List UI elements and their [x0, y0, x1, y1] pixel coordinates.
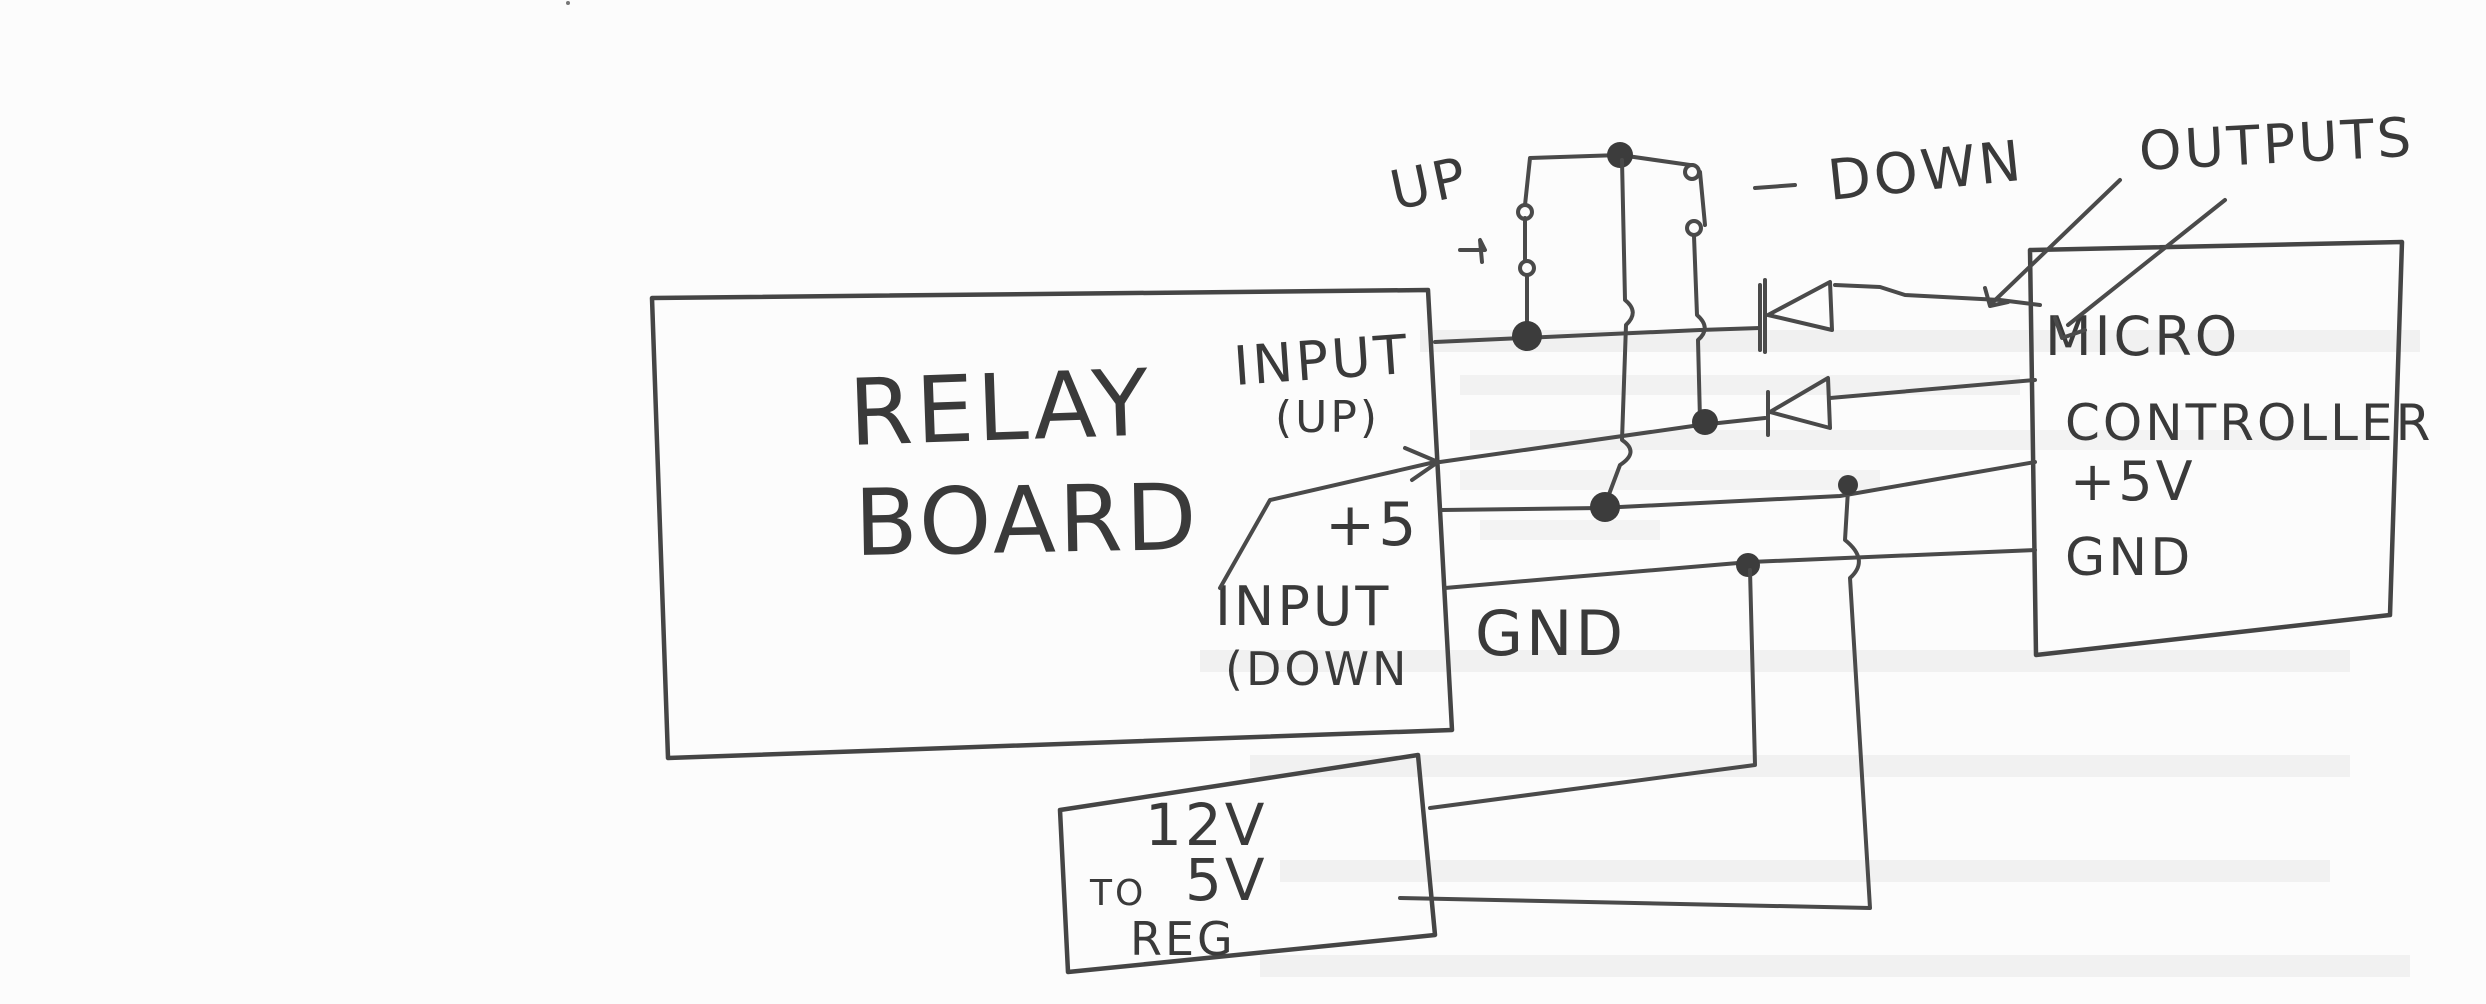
lower-diode [1766, 376, 1832, 437]
upper-output-wire [1833, 283, 2042, 307]
upper-diode [1758, 278, 1834, 354]
down-switch-label: DOWN [1825, 129, 2027, 214]
bleed-through-text [1200, 330, 2420, 977]
lower-output-wire [1828, 378, 2037, 400]
wiring [1398, 234, 2042, 910]
reg-reg-label: REG [1130, 912, 1236, 966]
relay-board-outline [649, 287, 1455, 761]
microcontroller: MICRO CONTROLLER +5V GND [2027, 239, 2433, 658]
outputs-label: OUTPUTS [2137, 106, 2415, 183]
plus5-wire [1440, 460, 2037, 512]
up-switch-contact-bottom [1518, 259, 1536, 277]
plus5-reg-junction [1838, 475, 1858, 495]
microcontroller-outline [2027, 239, 2405, 658]
reg-5v-label: 5V [1185, 846, 1268, 914]
switch-common-down-wire [1603, 158, 1635, 507]
regulator-outline [1057, 752, 1438, 975]
stray-mark [566, 1, 570, 5]
switch-common-junction [1607, 142, 1633, 168]
up-switch-body [1458, 216, 1527, 264]
down-label-dash [1753, 183, 1797, 190]
outputs-arrow-2 [2053, 198, 2227, 340]
micro-plus5v-label: +5V [2070, 450, 2196, 513]
input-up-junction [1512, 321, 1542, 351]
micro-gnd-label: GND [2065, 528, 2193, 588]
outputs-annotation: OUTPUTS [1983, 106, 2416, 340]
down-switch-contact-bottom [1685, 219, 1703, 237]
controller-label: CONTROLLER [2065, 394, 2433, 452]
input-down-label-line1: INPUT [1215, 575, 1391, 638]
plus5-junction [1590, 492, 1620, 522]
down-switch-body [1698, 170, 1707, 227]
input-down-pointer [1218, 460, 1437, 590]
relay-board: RELAY BOARD INPUT (UP) +5 INPUT (DOWN GN… [649, 287, 1626, 761]
regulator: 12V TO 5V REG [1057, 752, 1438, 975]
switch-common-wire [1523, 153, 1694, 207]
input-down-label-line2: (DOWN [1225, 642, 1409, 696]
gnd-to-reg-wire [1428, 568, 1757, 810]
reg-12v-label: 12V [1145, 791, 1267, 859]
down-switch-contact-top [1683, 163, 1701, 181]
up-switch-label: UP [1385, 145, 1474, 223]
input-up-label-line2: (UP) [1275, 392, 1380, 443]
outputs-arrow-1 [1983, 178, 2122, 308]
gnd-wire [1443, 548, 2037, 590]
input-up-label-line1: INPUT [1232, 323, 1412, 398]
plus5-label: +5 [1325, 490, 1419, 560]
relay-board-title-line1: RELAY [847, 349, 1153, 466]
gnd-junction [1736, 553, 1760, 577]
reg-to-label: TO [1089, 873, 1146, 914]
down-switch-to-input-wire [1692, 234, 1707, 422]
plus5-to-reg-wire [1398, 488, 1872, 910]
gnd-label: GND [1475, 597, 1626, 670]
input-down-junction [1692, 409, 1718, 435]
micro-label: MICRO [2045, 305, 2240, 368]
relay-board-title-line2: BOARD [854, 464, 1201, 577]
